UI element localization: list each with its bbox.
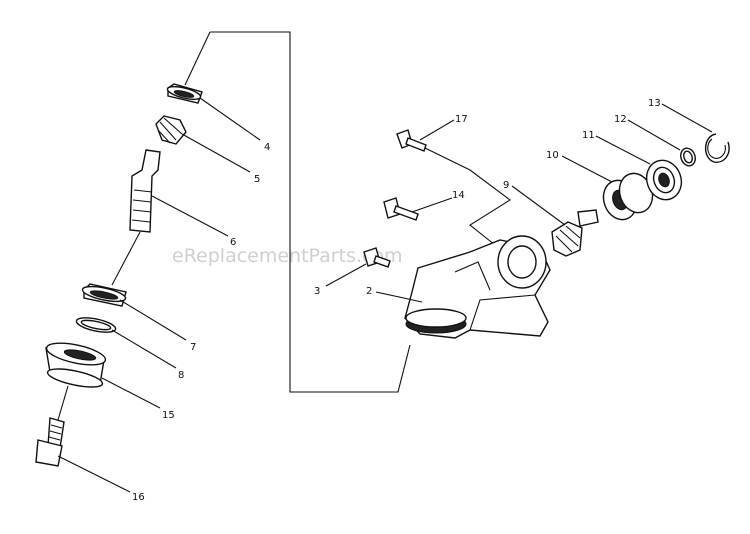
- part-3-bolt: [363, 247, 391, 268]
- callout-12: 12: [614, 114, 627, 125]
- callout-7: 7: [190, 342, 196, 353]
- callout-3: 3: [314, 286, 320, 297]
- callout-8: 8: [178, 370, 184, 381]
- callout-9: 9: [503, 180, 509, 191]
- part-13-snap-ring: [704, 133, 730, 163]
- watermark: eReplacementParts.com: [172, 245, 403, 267]
- callout-15: 15: [162, 410, 175, 421]
- part-2-gear-housing: [404, 235, 551, 339]
- part-15-collar: [45, 342, 107, 421]
- part-7-bearing: [81, 283, 127, 307]
- callout-16: 16: [132, 492, 145, 503]
- part-14-bolt: [383, 197, 419, 221]
- part-12-ring: [680, 147, 696, 167]
- callout-2: 2: [366, 286, 372, 297]
- assembly-bracket: [210, 31, 411, 393]
- callout-13: 13: [648, 98, 661, 109]
- bolt17-path: [424, 147, 511, 246]
- part-8-washer: [75, 317, 117, 333]
- callout-17: 17: [455, 114, 468, 125]
- callout-10: 10: [546, 150, 559, 161]
- leader-lines: [57, 97, 713, 493]
- part-16-bolt: [35, 417, 65, 467]
- part-10-bearing: [602, 172, 654, 221]
- bracket-link: [184, 31, 211, 86]
- callout-4: 4: [264, 142, 270, 153]
- part-11-bearing: [645, 159, 683, 201]
- part-9-pinion-gear: [551, 209, 599, 257]
- part-4-bearing: [166, 83, 203, 104]
- callout-14: 14: [452, 190, 465, 201]
- part-6-shaft: [111, 149, 161, 286]
- callout-11: 11: [582, 130, 595, 141]
- callout-6: 6: [230, 237, 236, 248]
- part-17-bolt: [396, 129, 427, 152]
- part-5-bevel-gear: [155, 115, 187, 145]
- callout-5: 5: [254, 174, 260, 185]
